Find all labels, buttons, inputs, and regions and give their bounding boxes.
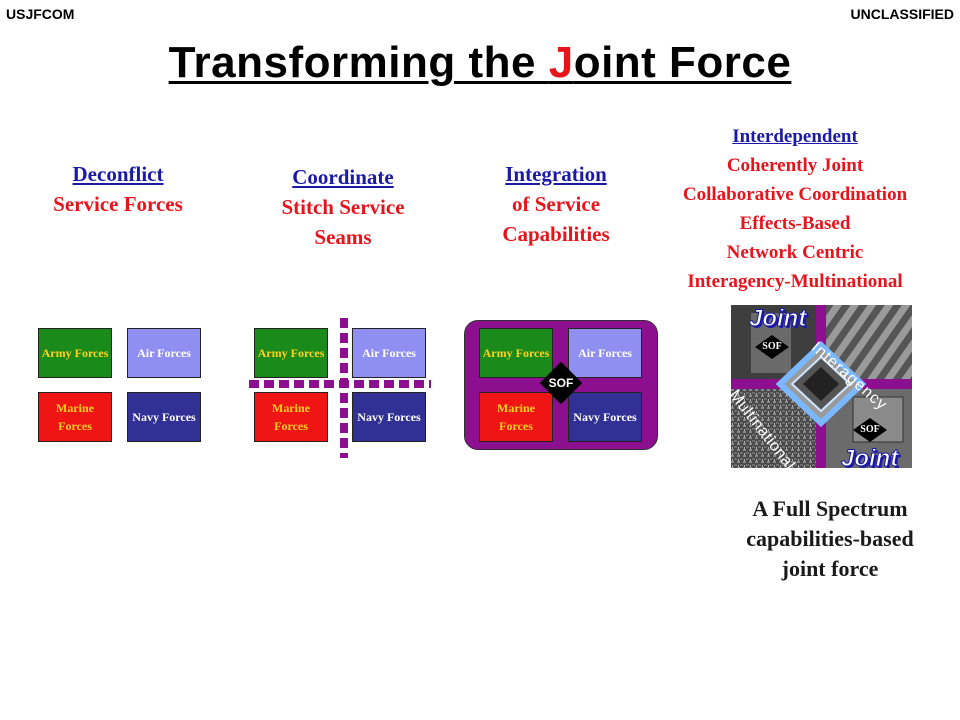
column-heading: Interdependent bbox=[732, 126, 858, 147]
column-line: Effects-Based bbox=[739, 213, 851, 234]
caption-line: joint force bbox=[781, 556, 879, 581]
marine-forces-box: Marine Forces bbox=[38, 392, 112, 442]
org-label: USJFCOM bbox=[6, 6, 75, 22]
column-line: Capabilities bbox=[502, 222, 610, 246]
navy-forces-box: Navy Forces bbox=[568, 392, 642, 442]
joint-force-graphic: Joint Joint Interagency Multinational SO… bbox=[726, 305, 912, 473]
army-forces-box: Army Forces bbox=[254, 328, 328, 378]
navy-forces-box: Navy Forces bbox=[352, 392, 426, 442]
joint-label-bottom: Joint bbox=[840, 445, 899, 473]
navy-forces-box: Navy Forces bbox=[127, 392, 201, 442]
deconflict-column: Deconflict Service Forces bbox=[28, 159, 208, 219]
column-line: of Service bbox=[511, 192, 601, 216]
sof-label-bottom: SOF bbox=[860, 424, 880, 435]
coordinate-column: Coordinate Stitch Service Seams bbox=[248, 162, 438, 252]
interdependent-column: Interdependent Coherently Joint Collabor… bbox=[640, 122, 950, 296]
column-line: Network Centric bbox=[726, 242, 864, 263]
vertical-seam-line bbox=[340, 318, 348, 458]
army-forces-box: Army Forces bbox=[38, 328, 112, 378]
air-forces-box: Air Forces bbox=[127, 328, 201, 378]
column-line: Service Forces bbox=[53, 192, 183, 216]
marine-forces-box: Marine Forces bbox=[254, 392, 328, 442]
air-forces-box: Air Forces bbox=[352, 328, 426, 378]
marine-forces-box: Marine Forces bbox=[479, 392, 553, 442]
page-title: Transforming the Joint Force bbox=[0, 38, 960, 88]
column-line: Interagency-Multinational bbox=[687, 271, 903, 292]
column-heading: Deconflict bbox=[72, 162, 164, 186]
air-forces-box: Air Forces bbox=[568, 328, 642, 378]
caption-line: capabilities-based bbox=[746, 526, 914, 551]
sof-label: SOF bbox=[548, 376, 574, 390]
column-heading: Integration bbox=[505, 162, 607, 186]
joint-graphic-svg bbox=[731, 305, 912, 468]
column-line: Stitch Service bbox=[281, 195, 405, 219]
column-line: Coherently Joint bbox=[726, 155, 864, 176]
title-highlight: J bbox=[548, 38, 574, 87]
classification-label: UNCLASSIFIED bbox=[850, 6, 954, 22]
integration-column: Integration of Service Capabilities bbox=[466, 159, 646, 249]
army-forces-box: Army Forces bbox=[479, 328, 553, 378]
sof-label-top: SOF bbox=[762, 341, 782, 352]
full-spectrum-caption: A Full Spectrum capabilities-based joint… bbox=[690, 494, 960, 584]
caption-line: A Full Spectrum bbox=[752, 496, 908, 521]
column-line: Seams bbox=[314, 225, 372, 249]
column-heading: Coordinate bbox=[292, 165, 394, 189]
joint-label-top: Joint bbox=[748, 305, 807, 333]
column-line: Collaborative Coordination bbox=[682, 184, 908, 205]
title-suffix: oint Force bbox=[573, 38, 792, 87]
title-prefix: Transforming the bbox=[168, 38, 549, 87]
horizontal-seam-line bbox=[249, 380, 431, 388]
